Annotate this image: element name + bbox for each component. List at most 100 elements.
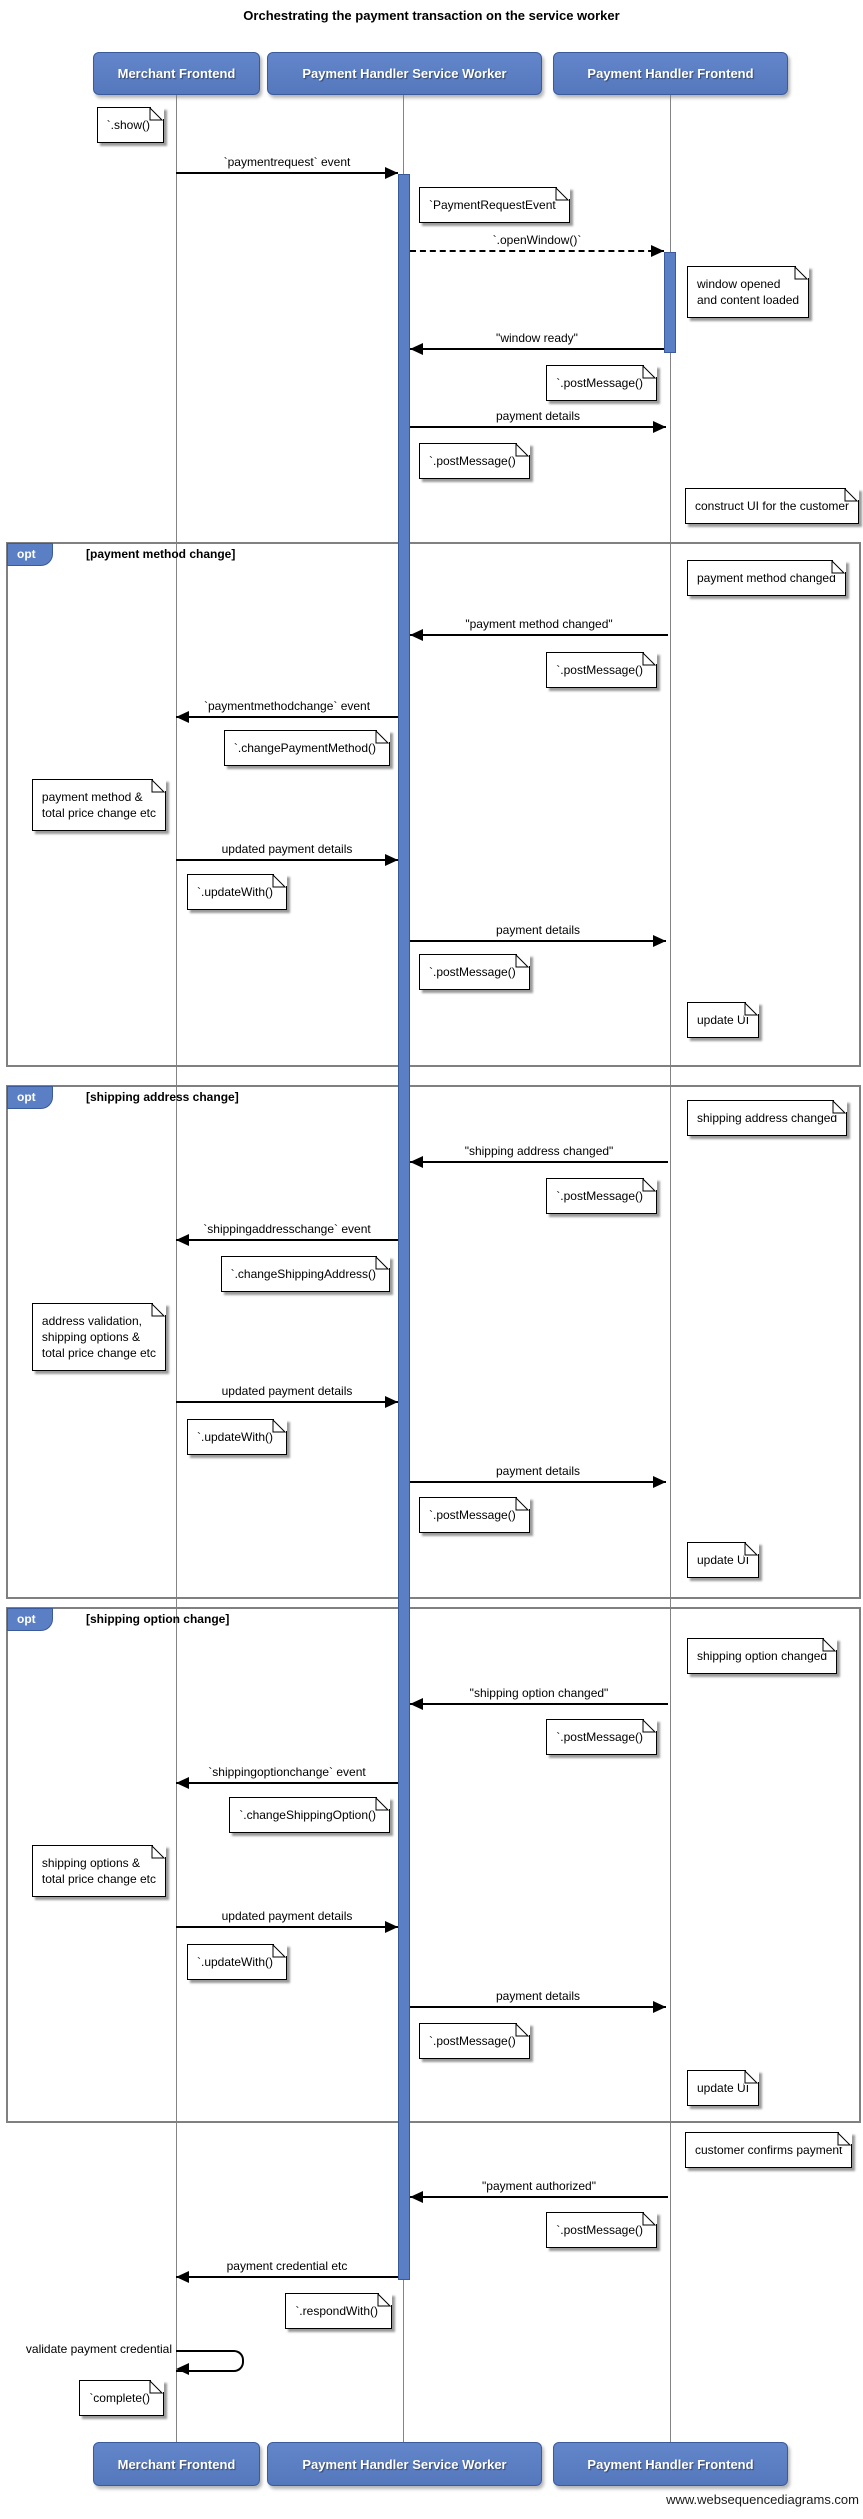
arrowhead-icon bbox=[653, 935, 666, 947]
note: `PaymentRequestEvent` bbox=[419, 186, 570, 223]
note: construct UI for the customer bbox=[685, 487, 860, 524]
note-text: `.postMessage()` bbox=[556, 663, 647, 677]
note: `.respondWith()` bbox=[285, 2292, 392, 2329]
arrowhead-icon bbox=[410, 1156, 423, 1168]
note: update UI bbox=[687, 1541, 760, 1578]
arrowhead-icon bbox=[385, 1396, 398, 1408]
note-fold-icon bbox=[744, 1001, 760, 1017]
participant-box-top: Payment Handler Service Worker bbox=[267, 52, 542, 95]
note-fold-icon bbox=[375, 729, 390, 745]
note-text: shipping options & total price change et… bbox=[41, 1856, 156, 1886]
note-text: payment method & total price change etc bbox=[41, 790, 156, 820]
message-arrow bbox=[410, 2196, 668, 2198]
message-arrow bbox=[410, 634, 668, 636]
message-label: `paymentmethodchange` event bbox=[203, 699, 371, 713]
note-fold-icon bbox=[642, 364, 657, 380]
lifeline bbox=[175, 93, 177, 2442]
note: `.postMessage()` bbox=[546, 651, 657, 688]
note: shipping options & total price change et… bbox=[31, 1844, 166, 1897]
note: `.changeShippingOption()` bbox=[229, 1796, 390, 1833]
participant-box-bottom: Payment Handler Service Worker bbox=[267, 2442, 542, 2486]
message-label: updated payment details bbox=[221, 1909, 353, 1923]
message-arrow bbox=[176, 1782, 398, 1784]
note-fold-icon bbox=[375, 1255, 390, 1271]
note: shipping address changed bbox=[687, 1099, 848, 1136]
note-fold-icon bbox=[642, 2211, 657, 2227]
message-arrow bbox=[410, 348, 664, 350]
opt-guard: [payment method change] bbox=[86, 547, 236, 561]
note-fold-icon bbox=[642, 1177, 657, 1193]
note-fold-icon bbox=[151, 1302, 166, 1318]
message-arrow bbox=[176, 1239, 398, 1241]
message-label: `.openWindow()` bbox=[492, 233, 582, 247]
message-label: `shippingoptionchange` event bbox=[208, 1765, 366, 1779]
message-arrow bbox=[410, 426, 666, 428]
participant-box-bottom: Merchant Frontend bbox=[93, 2442, 260, 2486]
note-fold-icon bbox=[272, 873, 288, 889]
note-fold-icon bbox=[151, 778, 166, 794]
note-fold-icon bbox=[794, 265, 810, 281]
message-label: "window ready" bbox=[496, 331, 578, 345]
opt-fragment: opt[shipping address change] bbox=[6, 1085, 861, 1599]
arrowhead-icon bbox=[176, 711, 189, 723]
message-arrow bbox=[410, 2006, 666, 2008]
arrowhead-icon bbox=[653, 421, 666, 433]
opt-fragment: opt [payment method change] bbox=[6, 542, 861, 1067]
note-text: payment method changed bbox=[697, 571, 836, 585]
note-fold-icon bbox=[377, 2292, 392, 2308]
note-text: `.postMessage()` bbox=[556, 1189, 647, 1203]
message-label: updated payment details bbox=[221, 1384, 353, 1398]
arrowhead-icon bbox=[653, 1476, 666, 1488]
note-text: `complete()` bbox=[89, 2391, 154, 2405]
note-text: `.postMessage()` bbox=[429, 1508, 520, 1522]
note-text: `.changePaymentMethod()` bbox=[233, 741, 380, 755]
note-text: shipping address changed bbox=[697, 1111, 838, 1125]
activation-bar bbox=[398, 174, 410, 2280]
note: `.changePaymentMethod()` bbox=[223, 729, 390, 766]
note: `.show()` bbox=[96, 106, 164, 143]
participant-box-top: Merchant Frontend bbox=[93, 52, 260, 95]
message-label: updated payment details bbox=[221, 842, 353, 856]
message-label: payment details bbox=[495, 1464, 581, 1478]
note: `.postMessage()` bbox=[419, 442, 530, 479]
note-fold-icon bbox=[844, 487, 860, 503]
message-arrow bbox=[176, 859, 398, 861]
note-fold-icon bbox=[744, 1541, 760, 1557]
arrowhead-icon bbox=[410, 1698, 423, 1710]
participant-box-top: Payment Handler Frontend bbox=[553, 52, 788, 95]
note-text: window opened and content loaded bbox=[697, 277, 800, 307]
arrowhead-icon bbox=[176, 1234, 189, 1246]
arrowhead-icon bbox=[176, 1777, 189, 1789]
note: payment method & total price change etc bbox=[31, 778, 166, 831]
note: `.postMessage()` bbox=[419, 953, 530, 990]
note-text: `.postMessage()` bbox=[429, 965, 520, 979]
message-label: payment details bbox=[495, 923, 581, 937]
note-fold-icon bbox=[554, 186, 570, 202]
note-fold-icon bbox=[830, 559, 846, 575]
note-text: `.updateWith()` bbox=[197, 1430, 278, 1444]
participant-box-bottom: Payment Handler Frontend bbox=[553, 2442, 788, 2486]
arrowhead-icon bbox=[410, 629, 423, 641]
note-fold-icon bbox=[822, 1637, 838, 1653]
self-message-label: validate payment credential bbox=[25, 2342, 172, 2356]
message-arrow bbox=[176, 2276, 398, 2278]
note-text: shipping option changed bbox=[697, 1649, 828, 1663]
note-text: `.postMessage()` bbox=[429, 454, 520, 468]
note-text: `.updateWith()` bbox=[197, 1955, 278, 1969]
message-arrow bbox=[410, 1703, 668, 1705]
opt-label: opt bbox=[7, 543, 53, 566]
message-arrow bbox=[410, 940, 666, 942]
message-arrow bbox=[410, 250, 664, 252]
websequencediagrams-watermark: www.websequencediagrams.com bbox=[666, 2492, 859, 2507]
note: customer confirms payment bbox=[685, 2131, 853, 2168]
diagram-title: Orchestrating the payment transaction on… bbox=[243, 8, 620, 23]
note-text: update UI bbox=[697, 1553, 750, 1567]
note-fold-icon bbox=[272, 1418, 288, 1434]
note-fold-icon bbox=[514, 442, 530, 458]
note: `.postMessage()` bbox=[419, 2022, 530, 2059]
message-arrow bbox=[176, 1401, 398, 1403]
self-message-arrow bbox=[176, 2350, 244, 2372]
message-label: `shippingaddresschange` event bbox=[203, 1222, 371, 1236]
note-text: address validation, shipping options & t… bbox=[41, 1314, 156, 1360]
